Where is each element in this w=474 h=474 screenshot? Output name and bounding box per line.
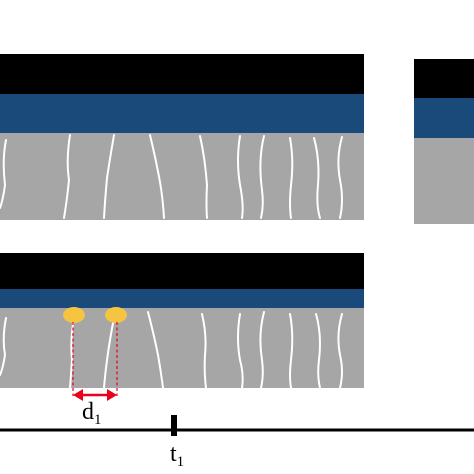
time-axis [0, 415, 474, 436]
time-tick-t1 [171, 415, 177, 436]
upper-top-layer [0, 54, 364, 94]
lower-top-layer [0, 253, 364, 289]
lower-middle-layer [0, 289, 364, 308]
right-substrate [414, 138, 474, 224]
upper-stack [0, 54, 364, 220]
right-stack [414, 59, 474, 224]
distance-label: d1 [82, 400, 102, 428]
upper-cracks [0, 134, 343, 219]
lower-cracks [0, 311, 343, 389]
particle-right [105, 307, 127, 323]
lower-stack [0, 253, 364, 396]
time-label-sub: 1 [176, 454, 185, 470]
right-middle-layer [414, 98, 474, 138]
upper-substrate [0, 133, 364, 220]
particle-left [63, 307, 85, 323]
upper-middle-layer [0, 94, 364, 133]
distance-arrow [73, 389, 117, 401]
distance-label-sub: 1 [94, 412, 102, 428]
right-top-layer [414, 59, 474, 98]
time-label-main: t [170, 441, 177, 467]
distance-label-main: d [82, 399, 94, 425]
time-label: t1 [170, 442, 184, 470]
lower-substrate [0, 308, 364, 388]
